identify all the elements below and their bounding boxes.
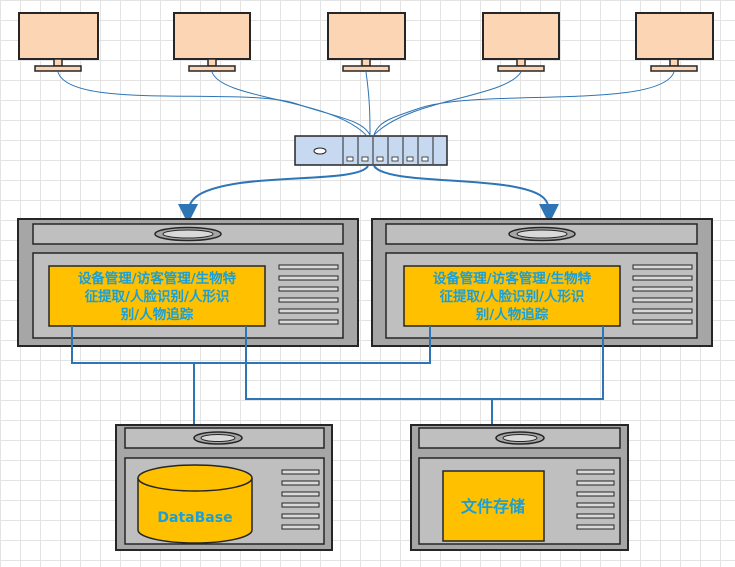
network-switch-icon xyxy=(294,135,448,166)
monitor-links xyxy=(57,71,675,136)
app-server-2-label-line-1: 设备管理/访客管理/生物特 xyxy=(433,270,592,287)
file-storage-label: 文件存储 xyxy=(461,497,525,516)
monitor-icon xyxy=(482,12,560,72)
vent-icon xyxy=(278,264,339,325)
monitor-icon xyxy=(327,12,406,72)
file-storage-server: 文件存储 xyxy=(410,424,629,551)
database-cylinder-icon xyxy=(137,464,253,544)
app-server-2-label-line-2: 征提取/人脸识别/人形识 xyxy=(440,288,585,305)
monitor-icon xyxy=(635,12,714,72)
database-server: DataBase xyxy=(115,424,333,551)
database-label: DataBase xyxy=(157,510,232,526)
app-server-2: 设备管理/访客管理/生物特 征提取/人脸识别/人形识 别/人物追踪 xyxy=(371,218,713,347)
switch-links xyxy=(178,165,559,224)
app-server-1-label-line-2: 征提取/人脸识别/人形识 xyxy=(85,288,230,305)
app-server-1-label-line-3: 别/人物追踪 xyxy=(120,306,194,323)
app-server-1: 设备管理/访客管理/生物特 征提取/人脸识别/人形识 别/人物追踪 xyxy=(17,218,359,347)
app-server-2-label-line-3: 别/人物追踪 xyxy=(475,306,549,323)
vent-icon xyxy=(632,264,693,325)
app-server-1-label-line-1: 设备管理/访客管理/生物特 xyxy=(78,270,237,287)
vent-icon xyxy=(281,469,320,530)
monitor-icon xyxy=(173,12,251,72)
vent-icon xyxy=(576,469,615,530)
monitor-icon xyxy=(18,12,99,72)
